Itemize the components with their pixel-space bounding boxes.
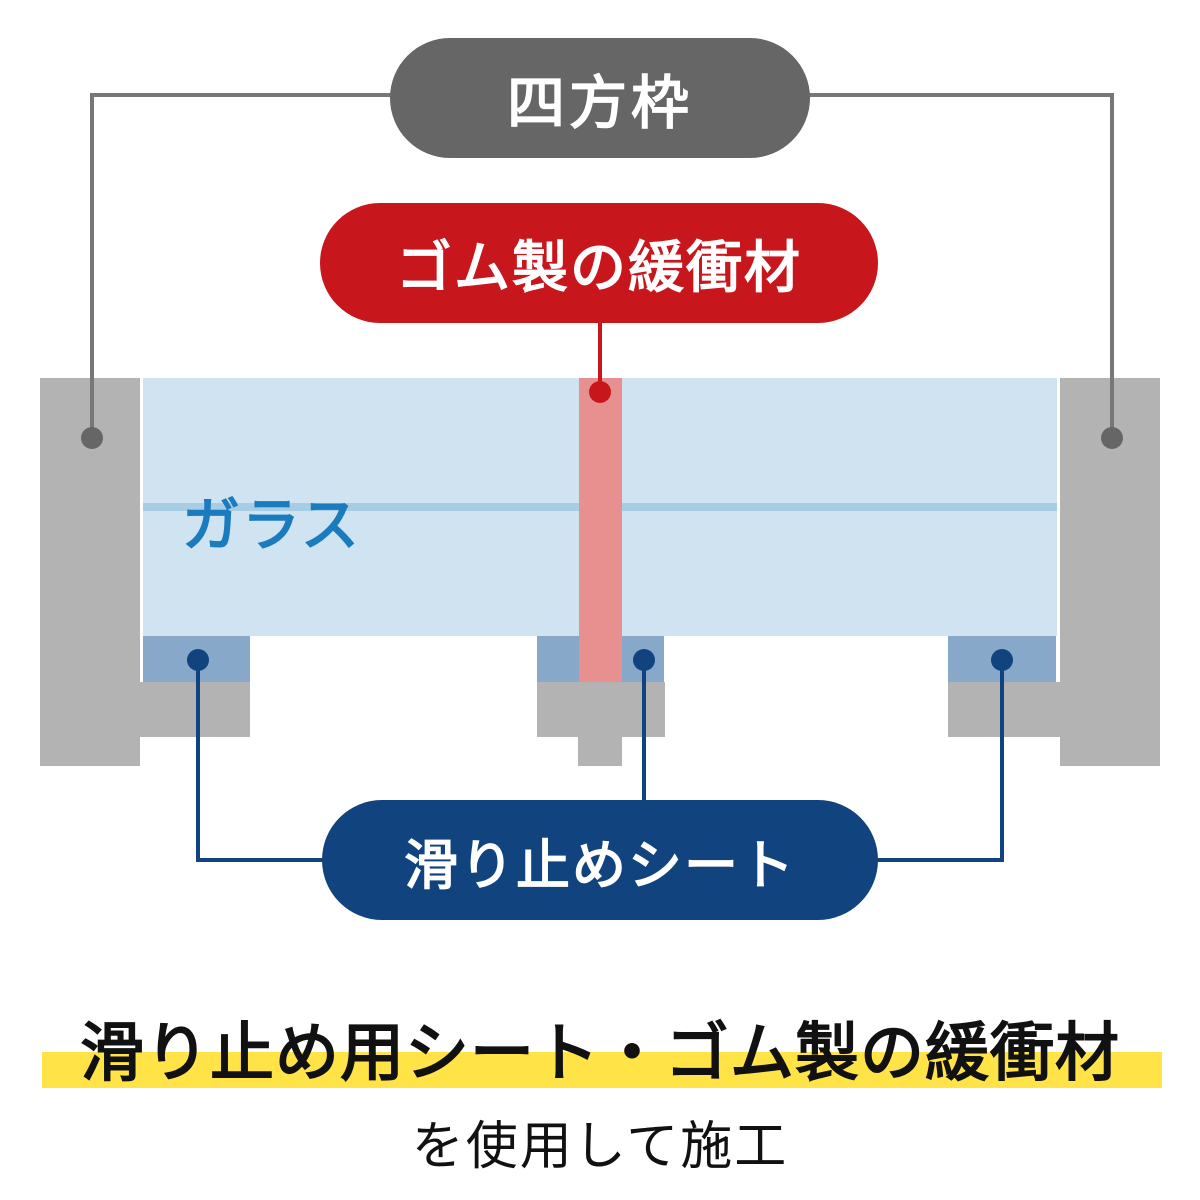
caption-sub: を使用して施工 (411, 1117, 789, 1177)
slip-sheet-label: 滑り止めシート (322, 800, 878, 920)
frame-label: 四方枠 (390, 38, 810, 158)
frame-center (537, 682, 665, 766)
frame-right (948, 378, 1160, 766)
frame-leader-right (808, 93, 1114, 438)
glass-label: ガラス (182, 491, 361, 559)
rubber-dot (589, 381, 611, 403)
sheet-dot-center (633, 649, 655, 671)
caption-highlight (42, 1052, 1162, 1088)
frame-leader-left (90, 93, 392, 438)
sheet-dot-left (187, 649, 209, 671)
frame-dot-right (1101, 427, 1123, 449)
sheet-leader-left (196, 660, 325, 862)
rubber-cushion-label: ゴム製の緩衝材 (320, 203, 878, 323)
frame-dot-left (81, 427, 103, 449)
frame-left (40, 378, 250, 766)
rubber-strip (579, 378, 622, 682)
sheet-center-left (537, 636, 579, 682)
caption-main: 滑り止め用シート・ゴム製の緩衝材 (80, 1017, 1120, 1091)
sheet-dot-right (991, 649, 1013, 671)
sheet-leader-right (876, 660, 1004, 862)
